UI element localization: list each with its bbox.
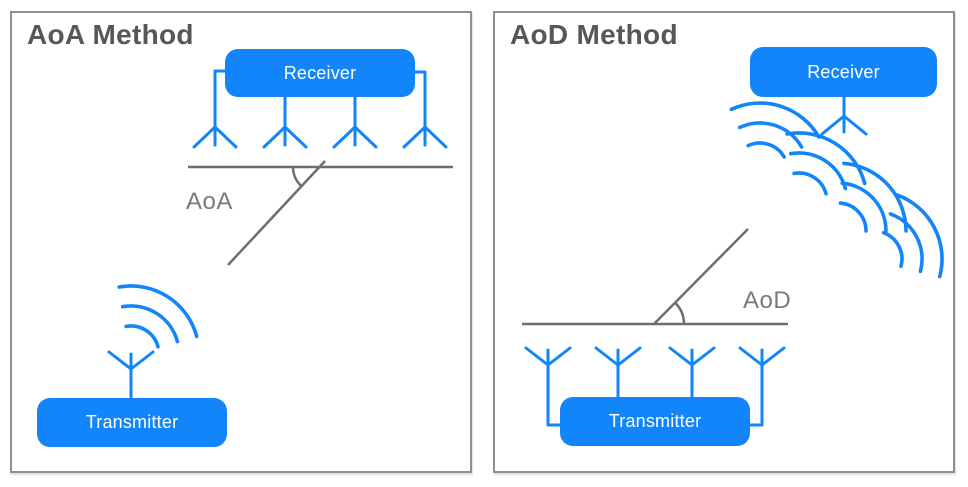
wave-arc: [888, 212, 924, 274]
wave-arc: [729, 101, 821, 139]
antenna-icon: [192, 69, 238, 149]
wave-arc: [895, 193, 944, 279]
receiver-label: Receiver: [283, 62, 357, 83]
wave-arc: [842, 161, 908, 233]
antenna-icon: [262, 95, 308, 149]
transmitter-label: Transmitter: [608, 411, 702, 431]
receiver-label: Receiver: [807, 61, 880, 82]
radio-waves-icon: [117, 284, 199, 349]
panel-aoa: AoA Method Receiver Transmitter AoA: [10, 11, 472, 473]
panel-title-aoa: AoA Method: [27, 19, 194, 50]
wave-arc: [124, 324, 160, 349]
wave-arc: [838, 201, 868, 233]
panel-aod: AoD Method: [493, 11, 955, 473]
antenna-icon: [820, 95, 868, 136]
aoa-diagram: [107, 69, 453, 400]
wave-arc: [881, 230, 904, 269]
transmitter-label: Transmitter: [85, 412, 179, 432]
antenna-icon: [738, 346, 786, 427]
antenna-icon: [524, 346, 572, 427]
signal-path-line: [653, 228, 749, 325]
transmitter-box: Transmitter: [560, 397, 750, 446]
angle-label-aod: AoD: [743, 287, 792, 314]
receiver-box: Receiver: [750, 47, 937, 97]
aod-diagram: [522, 95, 944, 427]
receiver-box: Receiver: [225, 49, 415, 97]
signal-path-line: [227, 160, 326, 266]
angle-label-aoa: AoA: [186, 188, 233, 215]
wave-arc: [117, 284, 199, 339]
panel-title-aod: AoD Method: [510, 19, 678, 50]
antenna-icon: [668, 346, 716, 399]
wave-arc: [746, 141, 786, 159]
antenna-icon: [107, 350, 155, 400]
angle-arc-icon: [674, 301, 686, 325]
antenna-icon: [332, 95, 378, 149]
wave-arc: [788, 151, 848, 191]
wave-arc: [120, 304, 180, 344]
antenna-icon: [402, 70, 448, 149]
wave-arc: [785, 131, 867, 186]
wavefronts-icon: [729, 101, 944, 279]
wave-arc: [840, 181, 888, 233]
wave-arc: [737, 121, 804, 149]
transmitter-box: Transmitter: [37, 398, 227, 447]
receiver-antenna-array: [192, 69, 448, 149]
angle-arc-icon: [291, 166, 303, 187]
transmitter-antenna-array: [524, 346, 786, 427]
wave-arc: [792, 171, 828, 196]
antenna-icon: [594, 346, 642, 399]
